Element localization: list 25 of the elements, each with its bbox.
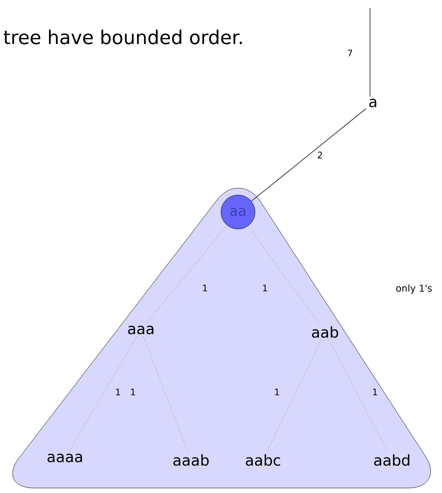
connector-line [143, 336, 188, 452]
edge-label: 1 [203, 284, 208, 292]
connector-line [248, 226, 320, 324]
node-label: aabc [246, 454, 280, 466]
edge-label: 1 [131, 388, 136, 396]
connector-line [68, 336, 138, 452]
node-label: aaa [128, 326, 154, 334]
edge-label: 1 [373, 388, 378, 396]
sentence-text: tree have bounded order. [4, 30, 242, 44]
connector-line [328, 340, 388, 452]
triangle-region [12, 188, 431, 488]
node-label: a [369, 98, 376, 108]
edge-label: 7 [348, 50, 352, 56]
edge-label: 1 [116, 388, 120, 396]
connector-line [266, 340, 322, 452]
note-text: only 1's [396, 284, 432, 294]
node-label: aaab [173, 454, 209, 466]
node-label: aab [312, 326, 338, 338]
connector-line [146, 224, 228, 324]
connector-line [251, 108, 367, 202]
edge-label: 1 [275, 388, 280, 396]
edge-label: 1 [263, 284, 268, 292]
node-label: aabd [374, 454, 410, 466]
edge-label: 2 [318, 152, 322, 158]
node-label: aaaa [48, 454, 82, 462]
